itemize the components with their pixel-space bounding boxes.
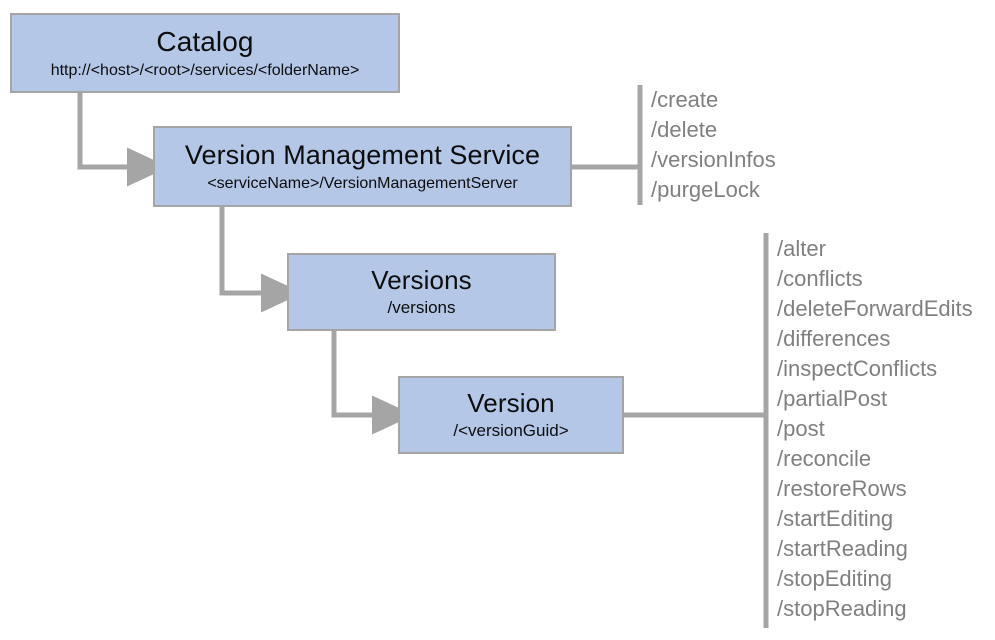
operation-item: /inspectConflicts <box>777 356 938 381</box>
node-version-title: Version <box>467 387 555 418</box>
node-version[interactable]: Version /<versionGuid> <box>398 376 624 454</box>
connector-version-to-operations <box>624 233 769 628</box>
operation-item: /post <box>777 416 825 441</box>
operation-item: /reconcile <box>777 446 872 471</box>
node-versions-title: Versions <box>371 264 472 295</box>
connector-service-to-versions <box>219 207 303 313</box>
operation-item: /stopReading <box>777 596 907 621</box>
node-version-management-service-title: Version Management Service <box>184 140 541 171</box>
operation-item: /startEditing <box>777 506 894 531</box>
operation-item: /delete <box>651 117 718 142</box>
operation-item: /create <box>651 87 719 112</box>
connector-versions-to-version <box>331 331 414 435</box>
operation-item: /versionInfos <box>651 147 776 172</box>
operation-item: /restoreRows <box>777 476 907 501</box>
operation-item: /partialPost <box>777 386 888 411</box>
operation-list-service: /create/delete/versionInfos/purgeLock <box>651 85 776 205</box>
node-catalog-path: http://<host>/<root>/services/<folderNam… <box>50 61 360 79</box>
node-catalog-title: Catalog <box>156 26 254 58</box>
operation-list-version: /alter/conflicts/deleteForwardEdits/diff… <box>777 234 973 624</box>
connector-service-to-operations <box>572 85 643 205</box>
operation-item: /purgeLock <box>651 177 760 202</box>
operation-item: /startReading <box>777 536 908 561</box>
node-version-path: /<versionGuid> <box>453 420 569 440</box>
node-versions[interactable]: Versions /versions <box>287 253 556 331</box>
node-catalog[interactable]: Catalog http://<host>/<root>/services/<f… <box>10 13 400 93</box>
node-version-management-service-path: <serviceName>/VersionManagementServer <box>207 174 518 192</box>
operation-item: /differences <box>777 326 891 351</box>
operation-item: /deleteForwardEdits <box>777 296 973 321</box>
operation-item: /alter <box>777 236 826 261</box>
node-versions-path: /versions <box>387 297 456 317</box>
operation-item: /stopEditing <box>777 566 892 591</box>
node-version-management-service[interactable]: Version Management Service <serviceName>… <box>153 126 572 207</box>
operation-item: /conflicts <box>777 266 863 291</box>
connector-catalog-to-service <box>77 93 169 187</box>
